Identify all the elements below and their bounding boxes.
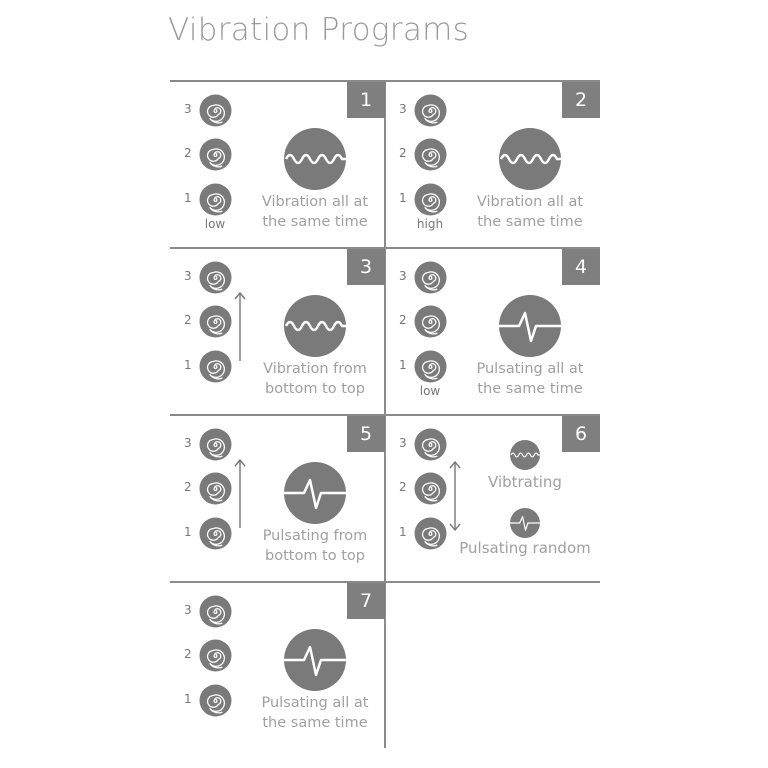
level-label: 1 — [184, 525, 192, 539]
bidirectional-arrow-icon — [449, 460, 461, 536]
program-description: the same time — [477, 214, 583, 230]
spiral-motor-icon — [414, 138, 447, 171]
level-label: 3 — [184, 102, 192, 116]
program-description: Vibration from — [263, 361, 367, 377]
spiral-motor-icon — [414, 94, 447, 127]
spiral-motor-icon — [414, 350, 447, 383]
pulse-icon — [510, 508, 540, 538]
pulse-icon — [499, 295, 561, 357]
spiral-motor-icon — [199, 472, 232, 505]
program-number-badge: 4 — [562, 249, 600, 285]
wave-icon — [510, 440, 540, 470]
pulse-icon — [284, 462, 346, 524]
spiral-motor-icon — [199, 639, 232, 672]
wave-icon — [284, 295, 346, 357]
level-label: 1 — [399, 525, 407, 539]
spiral-motor-icon — [199, 94, 232, 127]
level-label: 1 — [184, 692, 192, 706]
level-label: 2 — [399, 480, 407, 494]
spiral-motor-icon — [414, 517, 447, 550]
intensity-label: low — [204, 217, 226, 231]
spiral-motor-icon — [199, 517, 232, 550]
spiral-motor-icon — [199, 595, 232, 628]
program-number-badge: 1 — [347, 82, 385, 118]
program-cell-5: 5 3 2 1 Pulsating from bottom to top — [170, 414, 385, 583]
page-title: Vibration Programs — [168, 12, 470, 48]
level-label: 2 — [399, 146, 407, 160]
mode-label: Vibtrating — [488, 473, 562, 491]
level-label: 3 — [184, 603, 192, 617]
spiral-motor-icon — [414, 472, 447, 505]
program-description: Vibration all at — [476, 194, 584, 210]
up-arrow-icon — [234, 458, 246, 534]
spiral-motor-icon — [414, 428, 447, 461]
level-label: 3 — [399, 436, 407, 450]
level-label: 1 — [399, 191, 407, 205]
level-label: 2 — [184, 146, 192, 160]
program-number-badge: 6 — [562, 416, 600, 452]
level-label: 1 — [399, 358, 407, 372]
program-description: Pulsating all at — [476, 361, 584, 377]
level-label: 3 — [184, 436, 192, 450]
spiral-motor-icon — [199, 261, 232, 294]
program-description: Pulsating all at — [261, 695, 369, 711]
program-description: bottom to top — [265, 381, 365, 397]
spiral-motor-icon — [199, 350, 232, 383]
program-cell-4: 4 3 2 1 low Pulsating all at the same time — [385, 247, 600, 416]
level-label: 2 — [184, 480, 192, 494]
level-label: 2 — [399, 313, 407, 327]
program-description: bottom to top — [265, 548, 365, 564]
spiral-motor-icon — [414, 183, 447, 216]
program-number-badge: 5 — [347, 416, 385, 452]
spiral-motor-icon — [199, 138, 232, 171]
level-label: 2 — [184, 647, 192, 661]
mode-label: Pulsating random — [459, 539, 591, 557]
program-description: the same time — [262, 715, 368, 731]
pulse-icon — [284, 629, 346, 691]
spiral-motor-icon — [414, 261, 447, 294]
spiral-motor-icon — [199, 428, 232, 461]
level-label: 3 — [399, 102, 407, 116]
wave-icon — [284, 128, 346, 190]
wave-icon — [499, 128, 561, 190]
program-number-badge: 7 — [347, 583, 385, 619]
spiral-motor-icon — [199, 305, 232, 338]
level-label: 1 — [184, 191, 192, 205]
spiral-motor-icon — [199, 684, 232, 717]
grid-bottom-border — [385, 581, 600, 583]
program-cell-2: 2 3 2 1 high Vibration all at the same time — [385, 80, 600, 249]
program-description: Pulsating from — [262, 528, 368, 544]
program-cell-7: 7 3 2 1 Pulsating all at the same time — [170, 581, 385, 750]
spiral-motor-icon — [414, 305, 447, 338]
level-label: 3 — [399, 269, 407, 283]
level-label: 2 — [184, 313, 192, 327]
program-cell-3: 3 3 2 1 Vibration from bottom to top — [170, 247, 385, 416]
program-number-badge: 2 — [562, 82, 600, 118]
spiral-motor-icon — [199, 183, 232, 216]
program-description: Vibration all at — [261, 194, 369, 210]
level-label: 3 — [184, 269, 192, 283]
up-arrow-icon — [234, 291, 246, 367]
program-number-badge: 3 — [347, 249, 385, 285]
program-cell-1: 1 3 2 1 low Vibration all at the same time — [170, 80, 385, 249]
program-description: the same time — [477, 381, 583, 397]
intensity-label: high — [416, 217, 444, 231]
level-label: 1 — [184, 358, 192, 372]
program-description: the same time — [262, 214, 368, 230]
intensity-label: low — [419, 384, 441, 398]
